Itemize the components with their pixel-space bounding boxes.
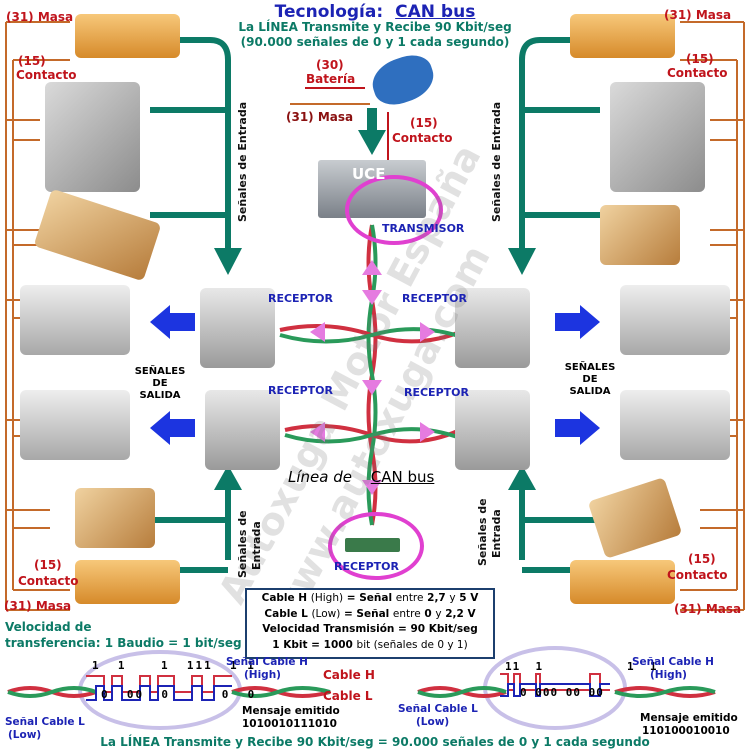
window-motor-left-2 bbox=[20, 390, 130, 460]
receptor-label-right-2: RECEPTOR bbox=[404, 386, 469, 399]
senales-entrada-left-bottom-1: Señales de bbox=[236, 510, 249, 578]
right-cable-h-1: Señal Cable H bbox=[632, 656, 714, 668]
window-motor-right-2 bbox=[620, 390, 730, 460]
contacto-bottom-right-word: Contacto bbox=[667, 568, 728, 582]
contacto-bottom-right-num: (15) bbox=[688, 552, 716, 566]
transmisor-highlight bbox=[345, 175, 443, 245]
left-cable-h-1: Señal Cable H bbox=[226, 656, 308, 668]
left-cable-l-2: (Low) bbox=[8, 729, 42, 741]
title-prefix: Tecnología: bbox=[274, 2, 384, 22]
subtitle-line2: (90.000 señales de 0 y 1 cada segundo) bbox=[240, 35, 510, 49]
senales-entrada-left-top: Señales de Entrada bbox=[236, 101, 249, 222]
receptor-module-right-1 bbox=[455, 288, 530, 368]
can-spec-box: Cable H (High) = Señal entre 2,7 y 5 V C… bbox=[245, 588, 495, 659]
contacto-top-right-word: Contacto bbox=[667, 66, 728, 80]
switch-right-top bbox=[600, 205, 680, 265]
bits-bottom-right: 0 000 00 00 bbox=[520, 686, 604, 699]
right-cable-l-1: Señal Cable L bbox=[398, 703, 478, 715]
receptor-label-left-1: RECEPTOR bbox=[268, 292, 333, 305]
masa-bottom-right: (31) Masa bbox=[674, 602, 742, 616]
motor-left-bottom bbox=[75, 560, 180, 604]
bits-bottom-left: 0 00 0 0 0 bbox=[101, 688, 257, 701]
masa-bottom-left: (31) Masa bbox=[4, 599, 72, 613]
spec-cable-h: Cable H (High) = Señal entre 2,7 y 5 V bbox=[261, 592, 479, 604]
right-mensaje-label: Mensaje emitido bbox=[640, 712, 738, 724]
receptor-label-right-1: RECEPTOR bbox=[402, 292, 467, 305]
receptor-label-left-2: RECEPTOR bbox=[268, 384, 333, 397]
left-cable-h-red: Cable H bbox=[323, 668, 375, 682]
left-cable-h-2: (High) bbox=[244, 669, 281, 681]
receptor-module-right-2 bbox=[455, 390, 530, 470]
left-mensaje-label: Mensaje emitido bbox=[242, 705, 340, 717]
output-arrow-left-1 bbox=[150, 305, 195, 339]
bateria-num: (30) bbox=[316, 58, 344, 72]
output-arrow-left-2 bbox=[150, 411, 195, 445]
right-mensaje-value: 110100010010 bbox=[642, 725, 730, 737]
input-arrow-right-bottom bbox=[508, 465, 536, 490]
linea-can-label: Línea de CAN bus bbox=[288, 468, 434, 486]
contacto-top-right-num: (15) bbox=[686, 52, 714, 66]
motor-left-top bbox=[75, 14, 180, 58]
motor-right-top bbox=[570, 14, 675, 58]
contacto-bottom-left-word: Contacto bbox=[18, 574, 79, 588]
bits-top-right: 11 1 1 1 bbox=[505, 660, 658, 673]
senales-entrada-left-bottom-2: Entrada bbox=[250, 521, 263, 570]
velocidad-line2: transferencia: 1 Baudio = 1 bit/seg bbox=[5, 636, 242, 650]
spec-kbit: 1 Kbit = 1000 bit (señales de 0 y 1) bbox=[272, 638, 468, 651]
velocidad-line1: Velocidad de bbox=[5, 620, 92, 634]
senales-entrada-right-bottom-1: Señales de bbox=[476, 498, 489, 566]
center-contacto-word: Contacto bbox=[392, 131, 453, 145]
lock-right bbox=[610, 82, 705, 192]
center-contacto-num: (15) bbox=[410, 116, 438, 130]
input-arrow-left-bottom bbox=[214, 465, 242, 490]
left-cable-l-red: Cable L bbox=[323, 689, 373, 703]
output-arrow-right-1 bbox=[555, 305, 600, 339]
senales-entrada-right-bottom-2: Entrada bbox=[490, 509, 503, 558]
input-arrow-left-top bbox=[214, 248, 242, 275]
receptor-label-bottom: RECEPTOR bbox=[334, 560, 399, 573]
signal-diagrams bbox=[7, 646, 716, 730]
receptor-module-left-1 bbox=[200, 288, 275, 368]
subtitle-line1: La LÍNEA Transmite y Recibe 90 Kbit/seg bbox=[238, 20, 512, 34]
window-motor-left-1 bbox=[20, 285, 130, 355]
masa-top-left: (31) Masa bbox=[6, 10, 74, 24]
bateria-word: Batería bbox=[306, 72, 356, 86]
bits-top-left: 1 1 1 111 1 1 bbox=[92, 659, 256, 672]
window-motor-right-1 bbox=[620, 285, 730, 355]
output-arrow-right-2 bbox=[555, 411, 600, 445]
contacto-top-left-word: Contacto bbox=[16, 68, 77, 82]
receptor-bottom-chip bbox=[345, 538, 400, 552]
input-arrow-right-top bbox=[508, 248, 536, 275]
spec-velocidad: Velocidad Transmisión = 90 Kbit/seg bbox=[262, 623, 478, 635]
switch-left-bottom bbox=[75, 488, 155, 548]
lock-left bbox=[45, 82, 140, 192]
uce-label: UCE bbox=[352, 165, 386, 183]
right-cable-l-2: (Low) bbox=[416, 716, 450, 728]
footer-note: La LÍNEA Transmite y Recibe 90 Kbit/seg … bbox=[100, 735, 650, 749]
title-highlight: CAN bus bbox=[395, 2, 476, 22]
contacto-top-left-num: (15) bbox=[18, 54, 46, 68]
right-cable-h-2: (High) bbox=[650, 669, 687, 681]
motor-right-bottom bbox=[570, 560, 675, 604]
linea-can: CAN bus bbox=[370, 468, 435, 486]
left-mensaje-value: 1010010111010 bbox=[242, 718, 337, 730]
receptor-module-left-2 bbox=[205, 390, 280, 470]
masa-top-right: (31) Masa bbox=[664, 8, 732, 22]
transmisor-label: TRANSMISOR bbox=[382, 222, 465, 235]
senales-entrada-right-top: Señales de Entrada bbox=[490, 101, 503, 222]
spec-cable-l: Cable L (Low) = Señal entre 0 y 2,2 V bbox=[264, 607, 476, 620]
linea-de: Línea de bbox=[288, 468, 352, 486]
left-cable-l-1: Señal Cable L bbox=[5, 716, 85, 728]
contacto-bottom-left-num: (15) bbox=[34, 558, 62, 572]
center-masa: (31) Masa bbox=[286, 110, 354, 124]
receptor-bottom-highlight bbox=[328, 512, 424, 580]
page-title: Tecnología: CAN bus bbox=[0, 2, 750, 22]
